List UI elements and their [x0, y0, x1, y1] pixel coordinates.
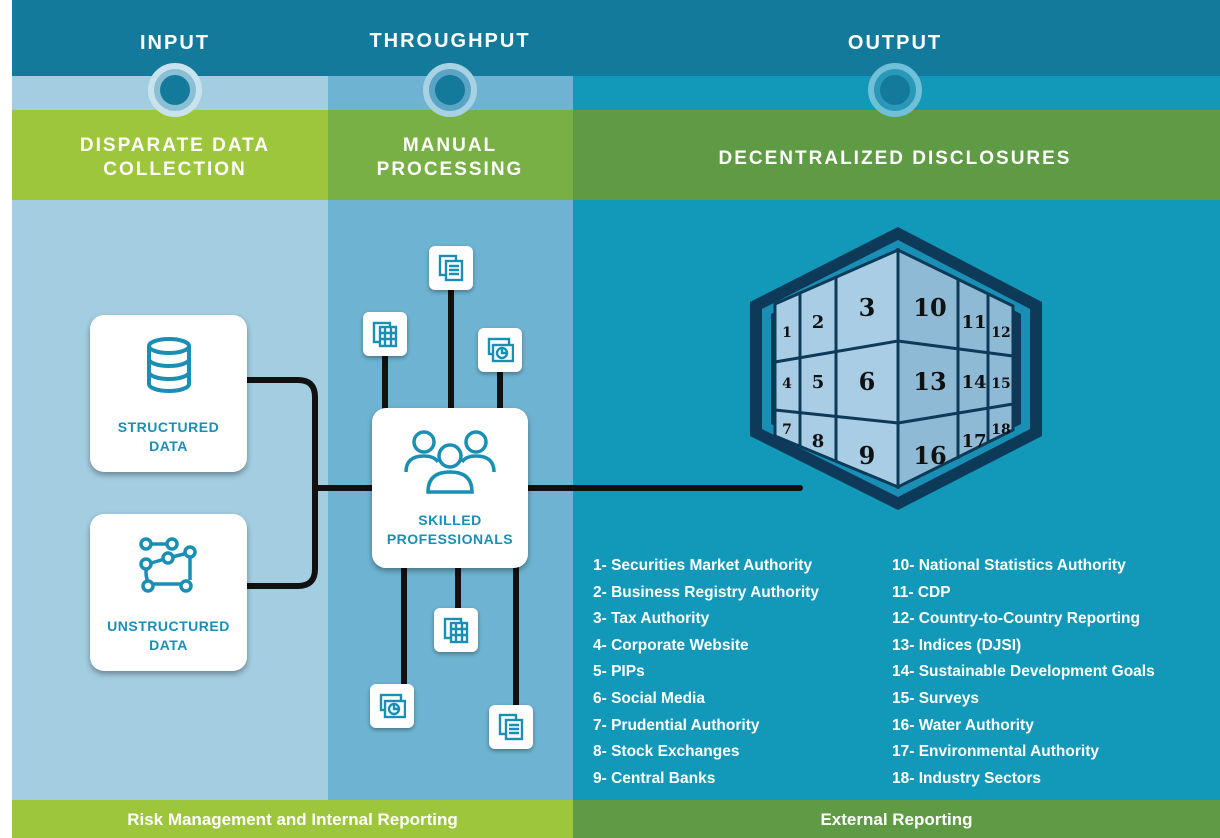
skilled-professionals-card: SKILLED PROFESSIONALS	[372, 408, 528, 568]
report-doc-card-bottom	[489, 705, 533, 749]
input-stage-label: INPUT	[140, 32, 210, 54]
throughput-subheader-band	[328, 110, 573, 200]
cube-cell-18: 18	[991, 422, 1010, 438]
legend-item-15: 15- Surveys	[892, 689, 980, 707]
legend-item-10: 10- National Statistics Authority	[892, 557, 1126, 574]
legend-item-6: 6- Social Media	[593, 689, 705, 707]
chart-icon	[487, 337, 514, 363]
stage-header-bar	[12, 0, 1220, 76]
document-icon	[438, 254, 464, 282]
cube-cell-17: 17	[961, 431, 986, 452]
legend-left: 1- Securities Market Authority 2- Busine…	[593, 553, 819, 792]
spreadsheet-doc-card-bottom	[434, 608, 478, 652]
input-subheader-title: DISPARATE DATA COLLECTION	[79, 135, 271, 180]
output-stage-label: OUTPUT	[847, 32, 943, 54]
cube-cell-1: 1	[782, 325, 792, 341]
cube-cell-8: 8	[812, 431, 825, 452]
cube-cell-11: 11	[961, 312, 986, 333]
legend-item-11: 11- CDP	[892, 583, 951, 601]
cube-cell-12: 12	[991, 325, 1010, 341]
input-subheader-band	[12, 110, 328, 200]
people-group-icon	[404, 430, 496, 494]
report-doc-card-top	[429, 246, 473, 290]
disclosure-cube: 1 2 3 4 5 6 7 8 9 10 11 12 13 14 15 16 1…	[750, 227, 1042, 510]
cube-cell-14: 14	[961, 372, 986, 393]
unstructured-data-card: UNSTRUCTURED DATA	[90, 514, 247, 671]
structured-connector	[243, 377, 318, 491]
legend-right: 10- National Statistics Authority 11- CD…	[892, 553, 1155, 792]
cube-cell-6: 6	[859, 367, 876, 396]
legend-item-5: 5- PIPs	[593, 663, 645, 681]
footer-band-left	[12, 800, 573, 838]
legend-item-17: 17- Environmental Authority	[892, 743, 1099, 761]
spreadsheet-icon	[443, 617, 469, 644]
legend-item-7: 7- Prudential Authority	[593, 716, 760, 734]
cube-cell-3: 3	[859, 293, 876, 322]
database-icon	[147, 337, 191, 393]
legend-item-12: 12- Country-to-Country Reporting	[892, 610, 1140, 628]
footer-band-right	[573, 800, 1220, 838]
chart-icon	[379, 693, 406, 719]
chart-doc-card-top	[478, 328, 522, 372]
cube-cell-10: 10	[913, 293, 946, 322]
chart-doc-card-bottom	[370, 684, 414, 728]
output-subheader-band	[573, 110, 1220, 200]
legend-item-16: 16- Water Authority	[892, 716, 1034, 734]
legend-item-13: 13- Indices (DJSI)	[892, 636, 1022, 654]
cube-cell-9: 9	[859, 441, 876, 470]
legend-item-2: 2- Business Registry Authority	[593, 583, 819, 601]
timeline-dots	[148, 63, 922, 117]
cube-cell-7: 7	[782, 422, 792, 438]
cube-cell-13: 13	[913, 367, 946, 396]
skilled-professionals-label: SKILLED PROFESSIONALS	[386, 512, 514, 547]
structured-data-card: STRUCTURED DATA	[90, 315, 247, 472]
workflow-icon	[139, 537, 197, 593]
throughput-subheader-title: MANUAL PROCESSING	[376, 135, 524, 180]
legend-item-1: 1- Securities Market Authority	[593, 557, 813, 574]
legend-item-9: 9- Central Banks	[593, 769, 716, 787]
legend-item-14: 14- Sustainable Development Goals	[892, 663, 1155, 681]
cube-cell-2: 2	[812, 312, 825, 333]
unstructured-connector	[243, 485, 318, 589]
cube-cell-16: 16	[913, 441, 946, 470]
legend-item-8: 8- Stock Exchanges	[593, 743, 740, 761]
throughput-stage-label: THROUGHPUT	[369, 30, 531, 52]
cube-cell-5: 5	[812, 372, 825, 393]
internal-reporting-label: Risk Management and Internal Reporting	[127, 810, 458, 829]
legend-item-3: 3- Tax Authority	[593, 610, 710, 628]
legend-item-18: 18- Industry Sectors	[892, 769, 1042, 787]
document-icon	[498, 713, 524, 741]
cube-cell-15: 15	[991, 376, 1010, 392]
unstructured-data-label: UNSTRUCTURED DATA	[107, 618, 230, 653]
legend-item-4: 4- Corporate Website	[593, 636, 749, 654]
spreadsheet-doc-card-top	[363, 312, 407, 356]
external-reporting-label: External Reporting	[820, 810, 973, 829]
cube-cell-4: 4	[782, 376, 792, 392]
structured-data-label: STRUCTURED DATA	[117, 419, 220, 454]
spreadsheet-icon	[372, 321, 398, 348]
output-subheader-title: DECENTRALIZED DISCLOSURES	[718, 148, 1072, 169]
